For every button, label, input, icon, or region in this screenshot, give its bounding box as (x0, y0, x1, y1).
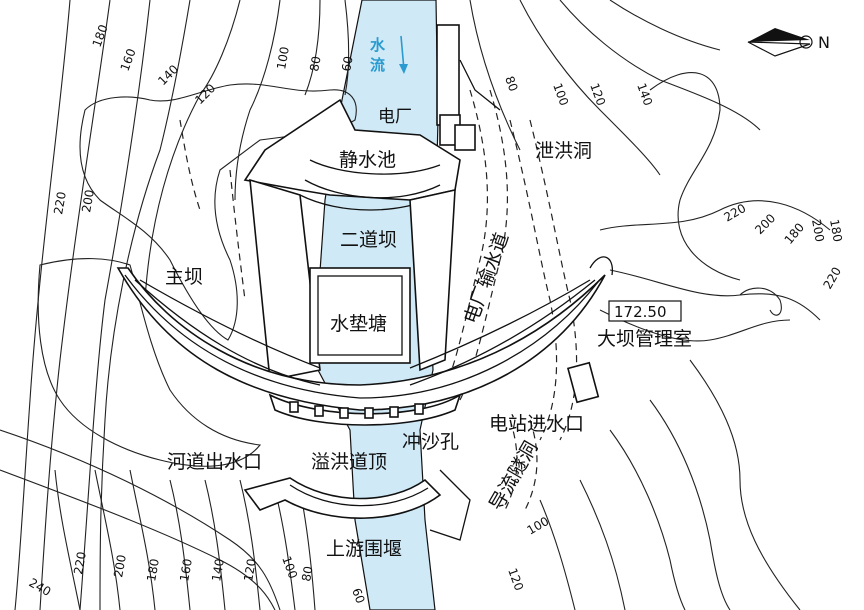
contour-label: 220 (722, 201, 749, 225)
power-house-label: 电厂 (378, 107, 412, 127)
contour-label: 80 (299, 565, 315, 582)
water-flow-arrow-icon (399, 35, 408, 74)
contour-label: 60 (339, 55, 355, 72)
contour-label: 220 (51, 191, 69, 216)
elevation-value: 172.50 (614, 303, 667, 321)
secondary-dam-label: 二道坝 (340, 229, 397, 251)
stilling-basin-label: 静水池 (339, 149, 396, 171)
upstream-cofferdam-label: 上游围堰 (326, 538, 402, 560)
contour-label: 140 (634, 81, 655, 107)
contour-label: 160 (118, 47, 139, 73)
diversion-tunnel-label: 导流隧洞 (485, 438, 542, 515)
contour-label: 200 (111, 554, 129, 579)
contour-label: 60 (349, 586, 367, 605)
contour-labels: 180 160 140 120 100 80 60 220 200 240 22… (27, 23, 845, 606)
contour-label: 100 (550, 81, 571, 107)
contour-label: 220 (820, 265, 844, 292)
water-flow-label-2: 流 (370, 56, 385, 74)
contour-label: 220 (71, 551, 89, 576)
powerhouse-intake-label: 电站进水口 (489, 413, 584, 435)
sand-flush-hole-label: 冲沙孔 (402, 431, 459, 453)
contour-label: 120 (587, 81, 608, 107)
terrain-left (79, 83, 357, 341)
plunge-pool-walls (249, 178, 456, 381)
contour-label: 120 (241, 558, 259, 583)
plunge-pool-label: 水垫塘 (330, 313, 387, 335)
contour-label: 120 (505, 566, 526, 592)
north-arrow-icon (747, 28, 813, 57)
dam-management-room-label: 大坝管理室 (597, 328, 692, 350)
spillway-top-label: 溢洪道顶 (311, 451, 387, 473)
contour-label: 80 (307, 55, 323, 72)
spillway-tunnel-label: 泄洪洞 (535, 140, 592, 162)
contour-label: 180 (827, 218, 845, 243)
contour-label: 140 (209, 558, 227, 583)
upstream-cofferdam (243, 469, 471, 541)
contour-label: 240 (27, 575, 54, 599)
contour-label: 140 (155, 62, 181, 88)
water-flow-label-1: 水 (370, 36, 386, 54)
river-outlet-label: 河道出水口 (167, 451, 262, 473)
north-label: N (818, 33, 830, 52)
main-dam-label: 主坝 (165, 266, 203, 288)
contour-label: 100 (279, 554, 300, 580)
management-room (566, 256, 613, 404)
power-conduit-label: 电厂输水道 (460, 230, 513, 327)
arch-dam (116, 267, 606, 426)
contour-label: 200 (752, 211, 778, 237)
dam-gates (289, 401, 424, 419)
contour-label: 200 (809, 218, 827, 243)
contour-label: 200 (79, 189, 97, 214)
contour-label: 180 (90, 23, 111, 49)
contours-right (469, 0, 831, 610)
elevation-box (608, 300, 682, 322)
contour-label: 180 (782, 220, 807, 247)
stilling-basin-structure (243, 98, 461, 211)
power-house (436, 24, 501, 151)
contour-label: 160 (177, 558, 195, 583)
contours-bottom (54, 469, 316, 610)
contour-label: 80 (502, 74, 520, 93)
contour-label: 100 (274, 46, 292, 71)
contour-label: 180 (144, 558, 162, 583)
